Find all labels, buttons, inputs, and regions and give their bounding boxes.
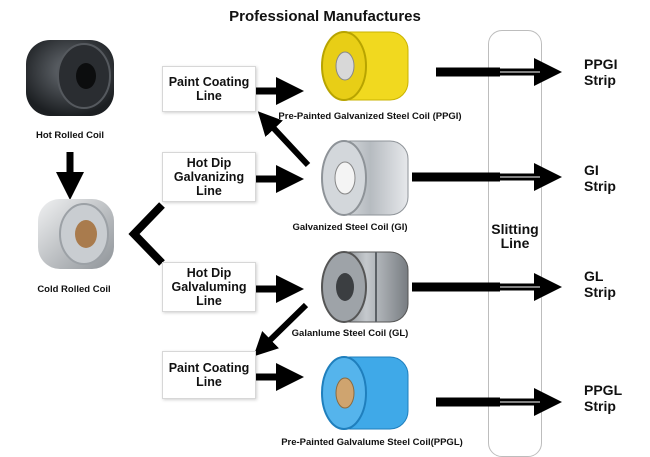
hot-rolled-coil-caption: Hot Rolled Coil xyxy=(35,130,105,141)
arrow-gl-to-paint2 xyxy=(253,302,309,357)
gi-coil-image xyxy=(321,140,409,216)
cold-rolled-coil-caption: Cold Rolled Coil xyxy=(37,284,111,295)
gl-coil-caption: Galanlume Steel Coil (GL) xyxy=(291,328,409,339)
gl-coil-image xyxy=(321,251,409,323)
hot-dip-galvanizing-line-box: Hot Dip Galvanizing Line xyxy=(162,152,256,202)
ppgl-strip-label: PPGL Strip xyxy=(584,382,623,414)
hot-rolled-coil-image xyxy=(26,40,114,116)
ppgi-coil-image xyxy=(321,31,409,101)
ppgi-strip-label: PPGI Strip xyxy=(584,56,618,88)
ppgl-coil-caption: Pre-Painted Galvalume Steel Coil(PPGL) xyxy=(281,437,463,448)
paint-coating-line-box-1: Paint Coating Line xyxy=(162,66,256,112)
gi-strip-label: GI Strip xyxy=(584,162,616,194)
gl-strip-label: GL Strip xyxy=(584,268,616,300)
slitting-line-label: Slitting Line xyxy=(491,221,539,251)
hot-dip-galvaluming-line-box: Hot Dip Galvaluming Line xyxy=(162,262,256,312)
diagram-title: Professional Manufactures xyxy=(229,8,421,25)
cold-rolled-coil-image xyxy=(38,199,114,269)
paint-coating-line-box-2: Paint Coating Line xyxy=(162,351,256,399)
arrow-gi-to-paint1 xyxy=(257,111,311,168)
gi-coil-caption: Galvanized Steel Coil (GI) xyxy=(292,222,408,233)
arrow-cold-split xyxy=(128,202,165,266)
ppgi-coil-caption: Pre-Painted Galvanized Steel Coil (PPGI) xyxy=(278,111,462,122)
slitting-line-column xyxy=(488,30,542,457)
ppgl-coil-image xyxy=(321,356,409,430)
